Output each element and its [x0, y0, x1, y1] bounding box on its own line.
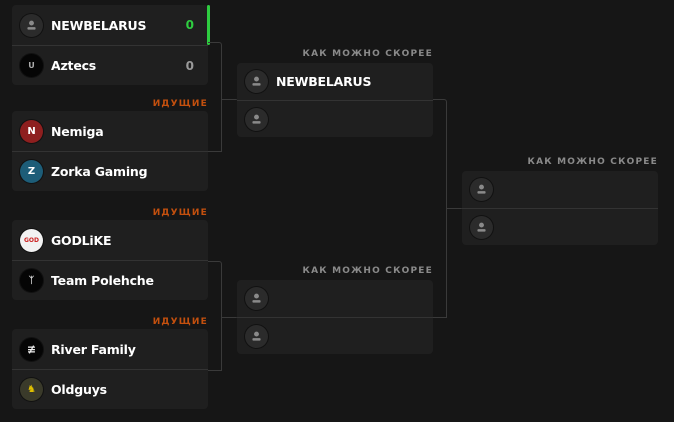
team-placeholder-icon [20, 13, 43, 37]
team-row[interactable] [237, 100, 433, 137]
aztecs-logo-icon: U [20, 54, 43, 77]
match-status-scheduled: КАК МОЖНО СКОРЕЕ [302, 266, 433, 276]
team-row[interactable]: ≢ River Family [12, 329, 208, 369]
team-score: 0 [185, 58, 194, 73]
team-row[interactable]: N Nemiga [12, 111, 208, 151]
team-placeholder-icon [245, 287, 268, 310]
team-name: GODLiKE [51, 232, 112, 248]
team-row[interactable]: U Aztecs 0 [12, 45, 208, 85]
team-name: Zorka Gaming [51, 164, 148, 179]
team-row[interactable]: GOD GODLiKE [12, 220, 208, 260]
bracket-connector [222, 317, 237, 318]
team-score: 0 [185, 18, 194, 32]
team-name: Oldguys [51, 382, 107, 397]
bracket-connector [222, 99, 237, 100]
polehche-logo-icon: ᛉ [20, 269, 43, 292]
team-name: River Family [51, 341, 136, 357]
match-card[interactable]: NEWBELARUS [237, 63, 433, 137]
team-row[interactable]: ♞ Oldguys [12, 369, 208, 409]
team-row[interactable]: ᛉ Team Polehche [12, 260, 208, 300]
team-placeholder-icon [470, 178, 493, 201]
team-placeholder-icon [245, 70, 268, 93]
bracket-connector [447, 208, 462, 209]
match-card[interactable] [462, 171, 658, 245]
team-placeholder-icon [245, 324, 268, 348]
team-placeholder-icon [470, 215, 493, 239]
team-name: Aztecs [51, 58, 97, 73]
team-name: Team Polehche [51, 273, 154, 288]
match-status-scheduled: КАК МОЖНО СКОРЕЕ [302, 49, 433, 59]
team-name: NEWBELARUS [51, 17, 147, 33]
team-row[interactable] [237, 317, 433, 354]
match-status-live: ИДУЩИЕ [152, 99, 208, 109]
bracket-connector [208, 261, 222, 371]
team-row[interactable] [462, 171, 658, 208]
team-name: NEWBELARUS [276, 74, 372, 89]
match-status-live: ИДУЩИЕ [152, 317, 208, 327]
river-family-logo-icon: ≢ [20, 337, 43, 361]
match-card[interactable] [237, 280, 433, 354]
team-row[interactable]: NEWBELARUS 0 [12, 5, 210, 45]
match-status-live: ИДУЩИЕ [152, 208, 208, 218]
winner-indicator [207, 5, 210, 45]
team-row[interactable] [237, 280, 433, 317]
team-row[interactable]: Z Zorka Gaming [12, 151, 208, 191]
match-card[interactable]: GOD GODLiKE ᛉ Team Polehche [12, 220, 208, 300]
match-card[interactable]: ≢ River Family ♞ Oldguys [12, 329, 208, 409]
zorka-logo-icon: Z [20, 160, 43, 183]
bracket-connector [208, 42, 222, 152]
team-placeholder-icon [245, 107, 268, 131]
godlike-logo-icon: GOD [20, 228, 43, 252]
nemiga-logo-icon: N [20, 119, 43, 143]
oldguys-logo-icon: ♞ [20, 378, 43, 401]
team-row[interactable]: NEWBELARUS [237, 63, 433, 100]
team-row[interactable] [462, 208, 658, 245]
team-name: Nemiga [51, 123, 104, 139]
bracket-connector [433, 99, 447, 318]
match-status-scheduled: КАК МОЖНО СКОРЕЕ [527, 157, 658, 167]
